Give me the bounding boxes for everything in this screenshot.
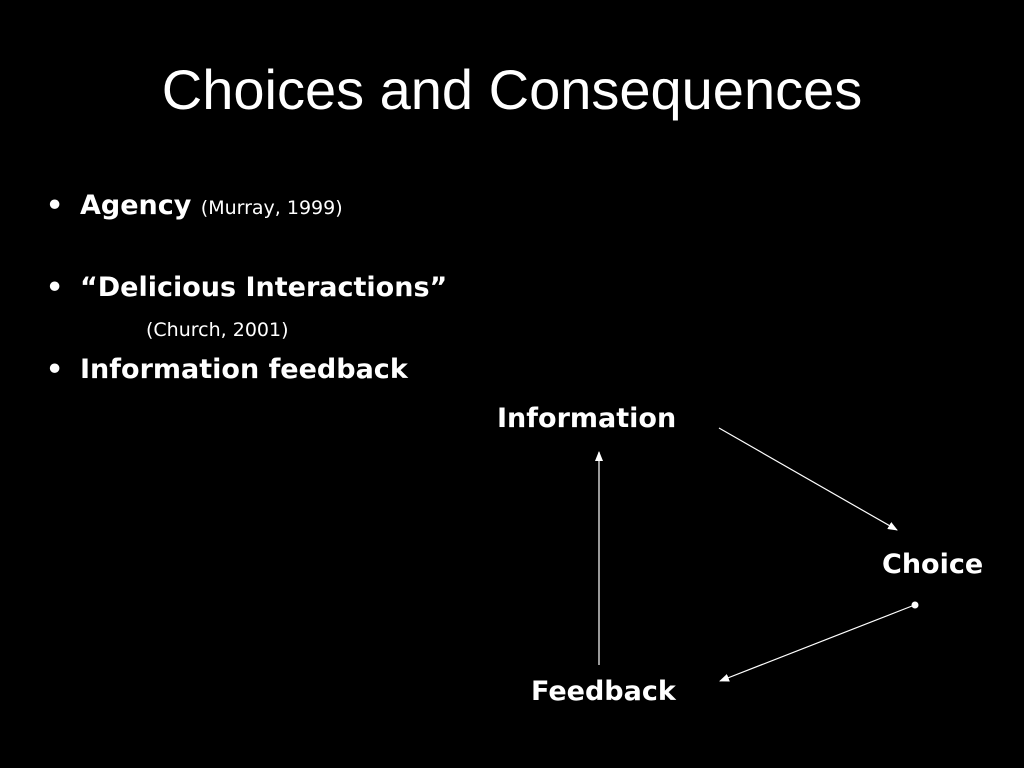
bullet-citation: (Murray, 1999) bbox=[200, 197, 343, 219]
arrow-information-to-choice bbox=[718, 427, 898, 531]
slide-title: Choices and Consequences bbox=[161, 58, 863, 121]
bullet-agency: • Agency (Murray, 1999) bbox=[46, 192, 343, 219]
bullet-information-feedback: • Information feedback bbox=[46, 356, 408, 383]
bullet-marker: • bbox=[46, 190, 64, 221]
bullet-label: Agency bbox=[80, 190, 192, 221]
node-information: Information bbox=[497, 403, 677, 434]
choice-dot bbox=[911, 601, 919, 609]
bullet-delicious-interactions: • “Delicious Interactions” bbox=[46, 274, 447, 301]
node-choice: Choice bbox=[882, 549, 984, 580]
node-feedback: Feedback bbox=[531, 676, 676, 707]
bullet-marker: • bbox=[46, 354, 64, 385]
bullet-marker: • bbox=[46, 272, 64, 303]
bullet-citation: (Church, 2001) bbox=[146, 319, 289, 341]
bullet-label: “Delicious Interactions” bbox=[80, 272, 448, 303]
bullet-label: Information feedback bbox=[80, 354, 408, 385]
arrow-choice-to-feedback bbox=[719, 605, 913, 682]
